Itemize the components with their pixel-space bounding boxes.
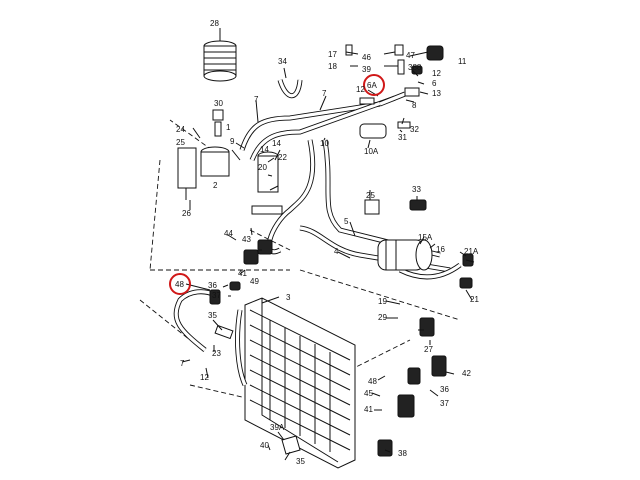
compressor bbox=[377, 239, 433, 271]
callout-18: 18 bbox=[328, 62, 337, 71]
callout-30: 30 bbox=[214, 99, 223, 108]
callout-33: 33 bbox=[412, 185, 421, 194]
callout-21: 21 bbox=[470, 295, 479, 304]
callout-6: 6 bbox=[432, 79, 437, 88]
small-parts bbox=[209, 44, 474, 457]
callout-39a: 39A bbox=[270, 423, 285, 432]
callout-11: 11 bbox=[458, 57, 467, 66]
callout-42: 42 bbox=[462, 369, 471, 378]
callout-9: 9 bbox=[230, 137, 235, 146]
callout-5: 5 bbox=[344, 217, 349, 226]
callout-24: 24 bbox=[176, 125, 185, 134]
callout-3: 3 bbox=[286, 293, 291, 302]
callout-19: 19 bbox=[378, 297, 387, 306]
callout-35-b: 35 bbox=[296, 457, 305, 466]
callout-1: 1 bbox=[226, 123, 231, 132]
callout-17: 17 bbox=[328, 50, 337, 59]
receiver-drier bbox=[203, 32, 237, 82]
callout-40: 40 bbox=[260, 441, 269, 450]
callout-29: 29 bbox=[378, 313, 387, 322]
callout-25: 25 bbox=[366, 191, 375, 200]
callout-26: 26 bbox=[182, 209, 191, 218]
callout-48: 48 bbox=[175, 280, 184, 289]
callout-47: 47 bbox=[406, 51, 415, 60]
callout-36-b: 36 bbox=[440, 385, 449, 394]
callout-41: 41 bbox=[238, 269, 247, 278]
callout-7-left: 7 bbox=[254, 95, 259, 104]
callout-45: 45 bbox=[364, 389, 373, 398]
callout-48-b: 48 bbox=[368, 377, 377, 386]
callout-34: 34 bbox=[278, 57, 287, 66]
callout-44: 44 bbox=[224, 229, 233, 238]
callout-27: 27 bbox=[424, 345, 433, 354]
group-outline-left bbox=[139, 119, 461, 401]
leader-lines bbox=[181, 28, 475, 461]
callout-41-b: 41 bbox=[364, 405, 373, 414]
callout-28: 28 bbox=[210, 19, 219, 28]
callout-7-top: 7 bbox=[322, 89, 327, 98]
callout-13: 13 bbox=[432, 89, 441, 98]
callout-35: 35 bbox=[208, 311, 217, 320]
callout-46: 46 bbox=[362, 53, 371, 62]
callout-22: 22 bbox=[278, 153, 287, 162]
callout-37-b: 37 bbox=[440, 399, 449, 408]
callout-37: 37 bbox=[212, 291, 221, 300]
callout-6a: 6A bbox=[367, 81, 377, 90]
callout-25-left: 25 bbox=[176, 138, 185, 147]
callout-43: 43 bbox=[242, 235, 251, 244]
callout-39: 39 bbox=[362, 65, 371, 74]
highlight-circle-6a bbox=[363, 74, 385, 96]
callout-32: 32 bbox=[410, 125, 419, 134]
highlight-circle-48 bbox=[169, 273, 191, 295]
callout-8: 8 bbox=[412, 101, 417, 110]
callout-12-top: 12 bbox=[432, 69, 441, 78]
callout-38: 38 bbox=[398, 449, 407, 458]
callout-10: 10 bbox=[320, 139, 329, 148]
callout-12-bottom: 12 bbox=[200, 373, 209, 382]
condenser bbox=[244, 297, 356, 469]
callout-20: 20 bbox=[258, 163, 267, 172]
callout-16: 16 bbox=[436, 245, 445, 254]
callout-14-a: 14 bbox=[272, 139, 281, 148]
callout-36: 36 bbox=[208, 281, 217, 290]
liquid-hose bbox=[173, 289, 248, 387]
callout-10a: 10A bbox=[364, 147, 379, 156]
upper-pipes bbox=[239, 87, 420, 162]
callout-4: 4 bbox=[334, 247, 339, 256]
callout-49: 49 bbox=[250, 277, 259, 286]
callout-7-bottom: 7 bbox=[180, 359, 185, 368]
callout-31: 31 bbox=[398, 133, 407, 142]
callout-2: 2 bbox=[213, 181, 218, 190]
callout-388: 388 bbox=[408, 63, 422, 72]
callout-12-mid: 12 bbox=[356, 85, 365, 94]
callout-15a: 15A bbox=[418, 233, 433, 242]
bracket-assembly bbox=[177, 109, 283, 215]
callout-23: 23 bbox=[212, 349, 221, 358]
callout-21a: 21A bbox=[464, 247, 479, 256]
callout-14-b: 14 bbox=[260, 145, 269, 154]
